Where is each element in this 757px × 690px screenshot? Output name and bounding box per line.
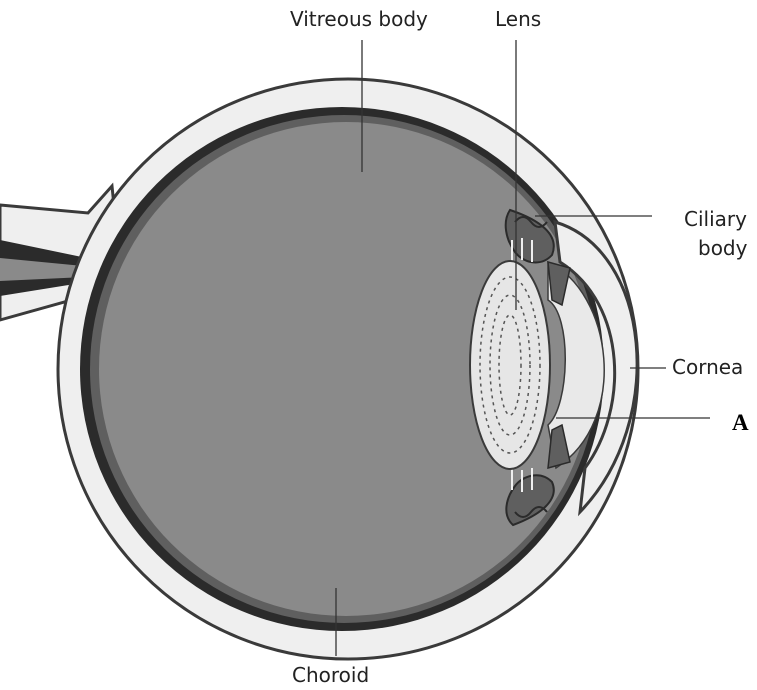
label-ciliary-body-line1: Ciliary: [684, 207, 747, 231]
label-vitreous-body: Vitreous body: [290, 7, 428, 31]
label-lens: Lens: [495, 7, 541, 31]
lens: [470, 261, 550, 469]
label-cornea: Cornea: [672, 355, 743, 379]
label-choroid: Choroid: [292, 663, 369, 687]
label-point-a: A: [732, 410, 749, 435]
label-ciliary-body-line2: body: [698, 236, 748, 260]
